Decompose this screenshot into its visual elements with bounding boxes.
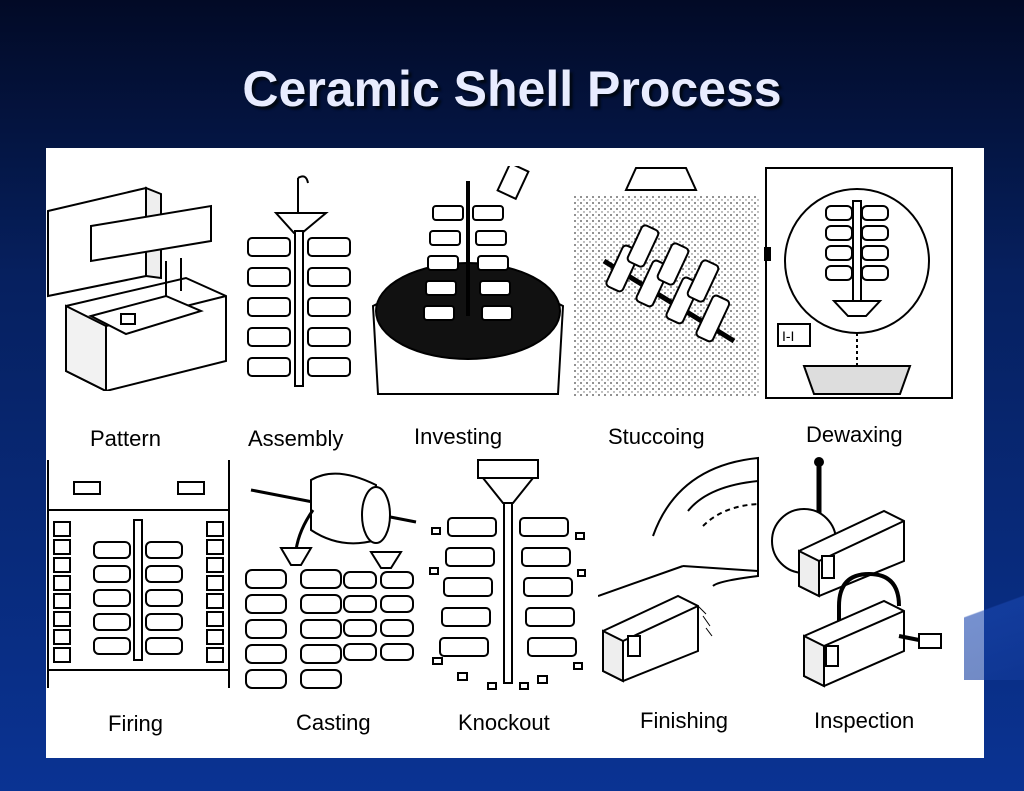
- step-label-inspection: Inspection: [814, 708, 915, 733]
- step-label-dewaxing: Dewaxing: [806, 422, 903, 447]
- sand-rain-icon: [574, 166, 759, 396]
- slide-title: Ceramic Shell Process: [242, 61, 782, 117]
- autoclave-icon: I-I: [764, 166, 954, 401]
- svg-text:I-I: I-I: [782, 328, 794, 344]
- step-label-finishing: Finishing: [640, 708, 729, 733]
- micrometer-icon: [764, 456, 954, 691]
- step-label-casting: Casting: [296, 710, 371, 735]
- grinding-wheel-icon: [598, 456, 763, 686]
- pattern-die-icon: [46, 166, 231, 391]
- step-label-knockout: Knockout: [458, 710, 550, 735]
- step-label-assembly: Assembly: [248, 426, 344, 451]
- background-swoosh: [964, 560, 1024, 680]
- slurry-dip-icon: [368, 166, 568, 396]
- ladle-pour-icon: [241, 460, 421, 695]
- process-diagram-panel: Pattern Assembly: [46, 148, 984, 758]
- step-label-pattern: Pattern: [90, 426, 161, 451]
- wax-tree-icon: [236, 173, 366, 393]
- shell-break-icon: [428, 458, 588, 693]
- step-label-firing: Firing: [108, 711, 164, 736]
- kiln-icon: [46, 460, 231, 688]
- step-label-investing: Investing: [414, 424, 503, 449]
- step-label-stuccoing: Stuccoing: [608, 424, 705, 449]
